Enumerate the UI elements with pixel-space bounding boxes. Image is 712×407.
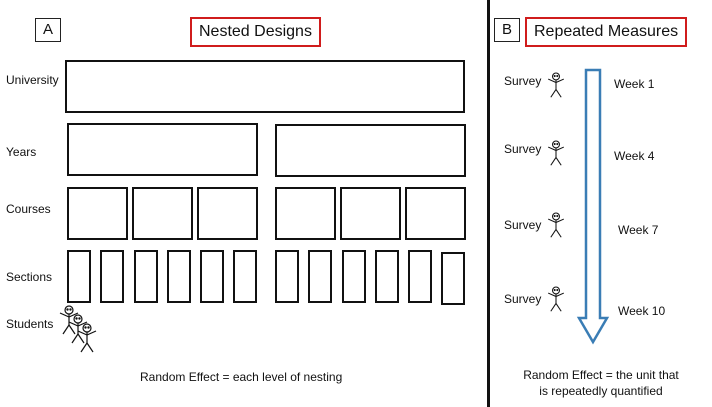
section-box: [200, 250, 224, 303]
section-box: [233, 250, 257, 303]
participant-figure-icon: [547, 72, 565, 98]
panel-b-letter: B: [494, 18, 520, 42]
participant-figure-icon: [547, 140, 565, 166]
section-box: [275, 250, 299, 303]
week-label: Week 10: [618, 304, 666, 318]
panel-a-title: Nested Designs: [190, 17, 321, 47]
participant-figure-icon: [547, 212, 565, 238]
course-box: [340, 187, 401, 240]
section-box: [134, 250, 158, 303]
course-box: [275, 187, 336, 240]
panel-divider: [487, 0, 490, 407]
section-box: [308, 250, 332, 303]
student-figure-icon: [68, 314, 88, 344]
panel-a-caption: Random Effect = each level of nesting: [140, 370, 343, 384]
course-box: [405, 187, 466, 240]
panel-a-letter: A: [35, 18, 61, 42]
section-box: [342, 250, 366, 303]
panel-b-title: Repeated Measures: [525, 17, 688, 47]
course-box: [132, 187, 193, 240]
row-label-years: Years: [6, 145, 37, 159]
survey-label: Survey: [504, 292, 542, 306]
row-label-students: Students: [6, 317, 54, 331]
row-label-courses: Courses: [6, 202, 51, 216]
week-label: Week 7: [618, 223, 659, 237]
survey-label: Survey: [504, 218, 542, 232]
student-figure-icon: [59, 305, 79, 335]
row-label-university: University: [6, 73, 59, 87]
section-box: [100, 250, 124, 303]
section-box: [375, 250, 399, 303]
year-box: [275, 124, 466, 177]
course-box: [197, 187, 258, 240]
survey-label: Survey: [504, 74, 542, 88]
section-box: [441, 252, 465, 305]
down-arrow-icon: [576, 68, 610, 345]
year-box: [67, 123, 258, 176]
week-label: Week 4: [614, 149, 655, 163]
section-box: [67, 250, 91, 303]
panel-b-caption-line1: Random Effect = the unit that: [523, 368, 679, 382]
participant-figure-icon: [547, 286, 565, 312]
section-box: [167, 250, 191, 303]
survey-label: Survey: [504, 142, 542, 156]
student-figure-icon: [77, 323, 97, 353]
panel-b-caption-line2: is repeatedly quantified: [539, 384, 663, 398]
row-label-sections: Sections: [6, 270, 53, 284]
week-label: Week 1: [614, 77, 655, 91]
university-box: [65, 60, 465, 113]
course-box: [67, 187, 128, 240]
section-box: [408, 250, 432, 303]
